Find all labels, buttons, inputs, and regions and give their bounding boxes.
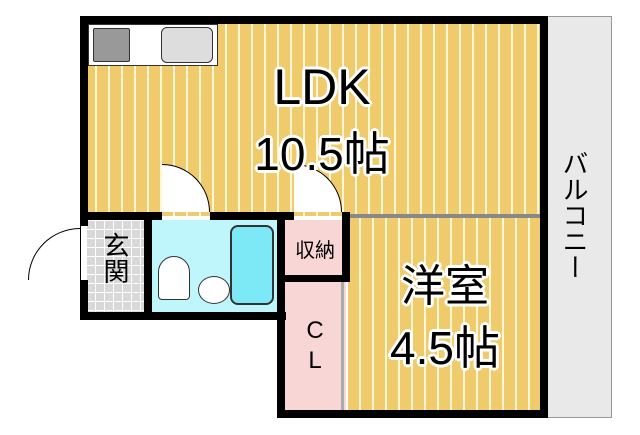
wall [342, 212, 350, 282]
wall [80, 312, 286, 320]
washbasin-icon [198, 276, 230, 304]
ldk-label: LDK [273, 59, 371, 115]
balcony-label: バルコニー [558, 150, 588, 280]
closet [284, 282, 346, 410]
wall [277, 212, 285, 418]
western-label: 洋室 [401, 262, 489, 311]
entrance-label: 玄関 [99, 232, 129, 284]
wall [540, 16, 548, 418]
western-room [348, 218, 542, 412]
closet-label-c: C [306, 317, 324, 344]
wall [80, 280, 88, 320]
ldk-size: 10.5帖 [254, 128, 390, 180]
wall [80, 226, 86, 320]
stove-icon [93, 28, 130, 62]
sliding-door[interactable] [346, 214, 540, 218]
closet-label-l: L [308, 347, 322, 374]
western-size: 4.5帖 [390, 322, 500, 374]
storage [284, 220, 346, 276]
closet-label: C L [284, 316, 346, 376]
closet-sliding-door[interactable] [341, 282, 344, 410]
entrance-door[interactable] [28, 228, 80, 280]
wall [144, 212, 152, 320]
wall [280, 275, 350, 282]
storage-label: 収納 [295, 238, 335, 262]
wall [80, 212, 162, 220]
toilet-icon [158, 256, 190, 300]
wall [80, 16, 548, 24]
sink-icon [161, 27, 213, 63]
bathtub-icon [230, 225, 274, 305]
wall [277, 410, 548, 418]
wall [80, 16, 88, 226]
entrance [86, 220, 148, 314]
wall [210, 212, 294, 220]
